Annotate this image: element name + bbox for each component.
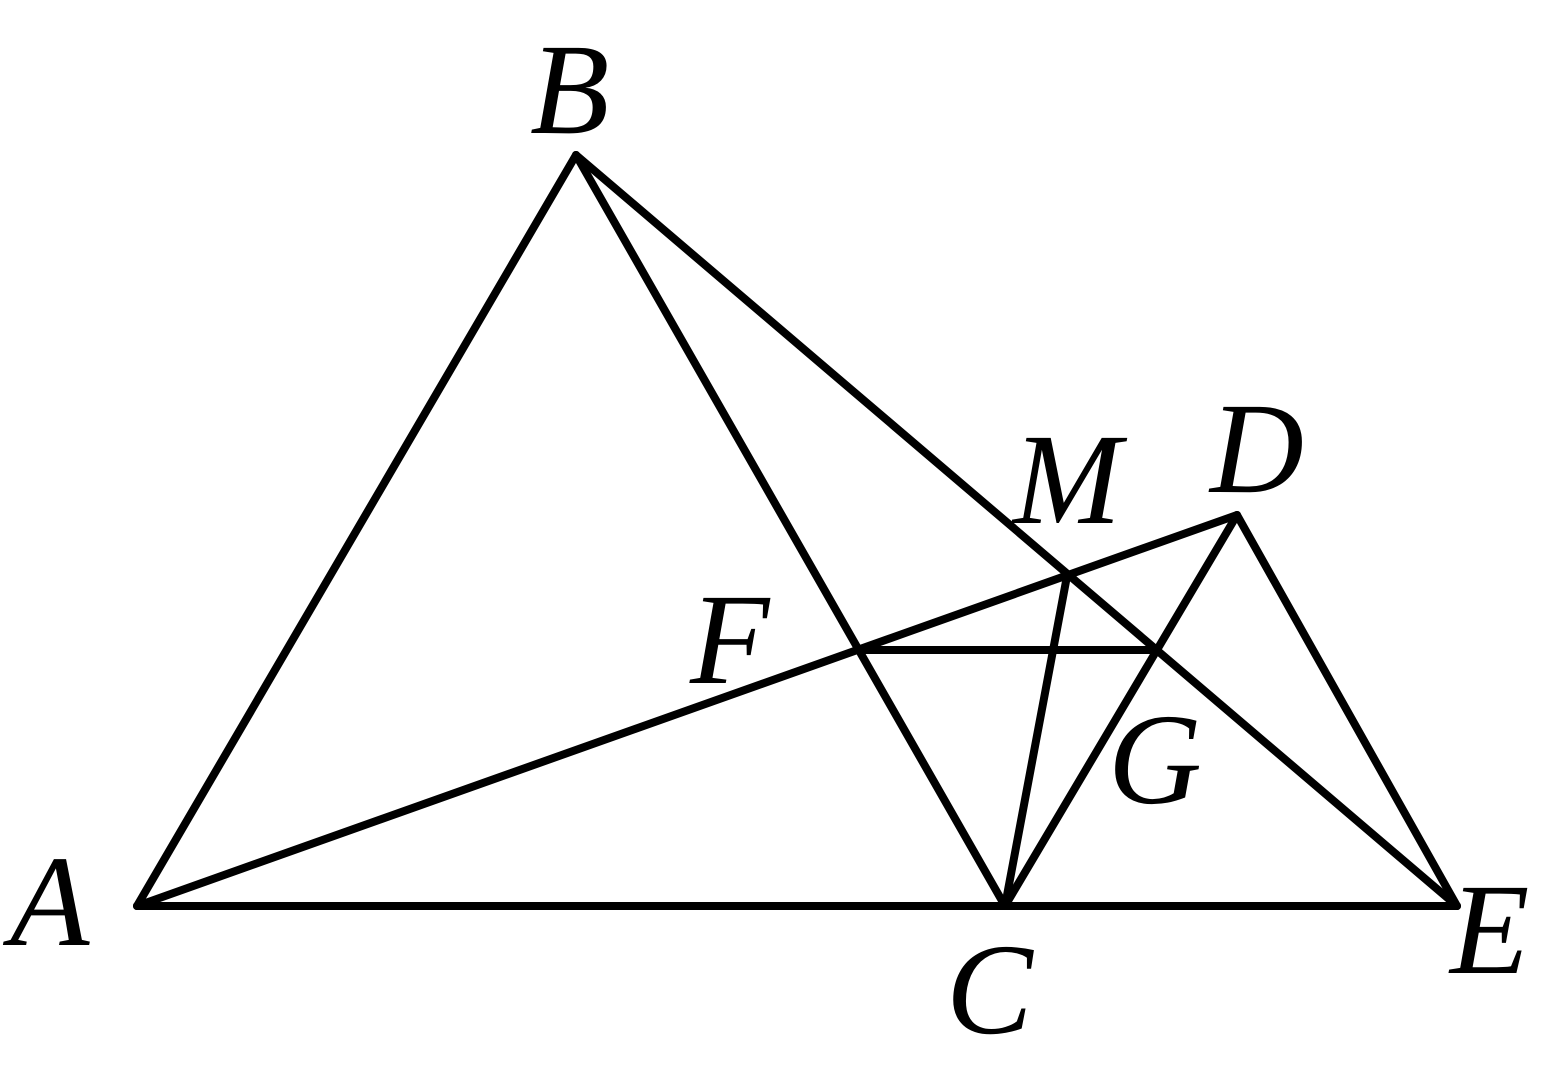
point-labels: A B C D E F G M [2, 18, 1529, 1062]
segments [133, 151, 1461, 910]
label-point-E: E [1448, 858, 1529, 1002]
segment-CD [1001, 511, 1241, 910]
label-point-F: F [689, 568, 771, 712]
segment-BC [572, 151, 1009, 910]
segment-AB [133, 151, 580, 910]
segment-CM [1001, 572, 1071, 910]
label-point-M: M [1011, 408, 1128, 552]
segment-DE [1233, 511, 1461, 910]
label-point-B: B [530, 18, 609, 162]
label-point-C: C [946, 918, 1034, 1062]
label-point-G: G [1108, 688, 1202, 832]
label-point-D: D [1208, 377, 1304, 521]
segment-BE [572, 151, 1461, 910]
label-point-A: A [2, 830, 90, 974]
segment-AD [133, 511, 1241, 910]
